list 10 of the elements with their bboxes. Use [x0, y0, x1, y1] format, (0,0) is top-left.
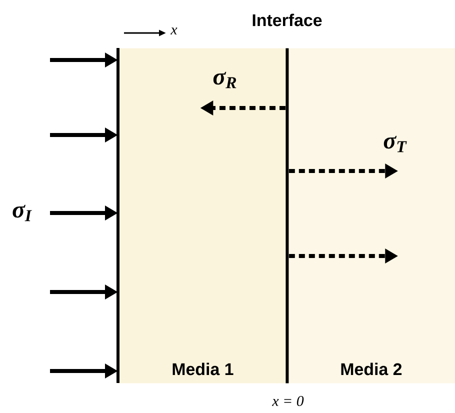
position-label: x = 0 [272, 396, 304, 406]
stress-label: σ$_{T}$ [384, 136, 407, 152]
media-region [287, 48, 455, 384]
media-region [118, 48, 288, 384]
media-label: Media 1 [172, 362, 234, 376]
axis-label: x [170, 28, 178, 34]
stress-label: σ$_{R}$ [213, 72, 236, 88]
stress-label: σ$_{I}$ [12, 204, 32, 222]
interface-label: Interface [252, 14, 322, 26]
media-label: Media 2 [341, 362, 402, 376]
